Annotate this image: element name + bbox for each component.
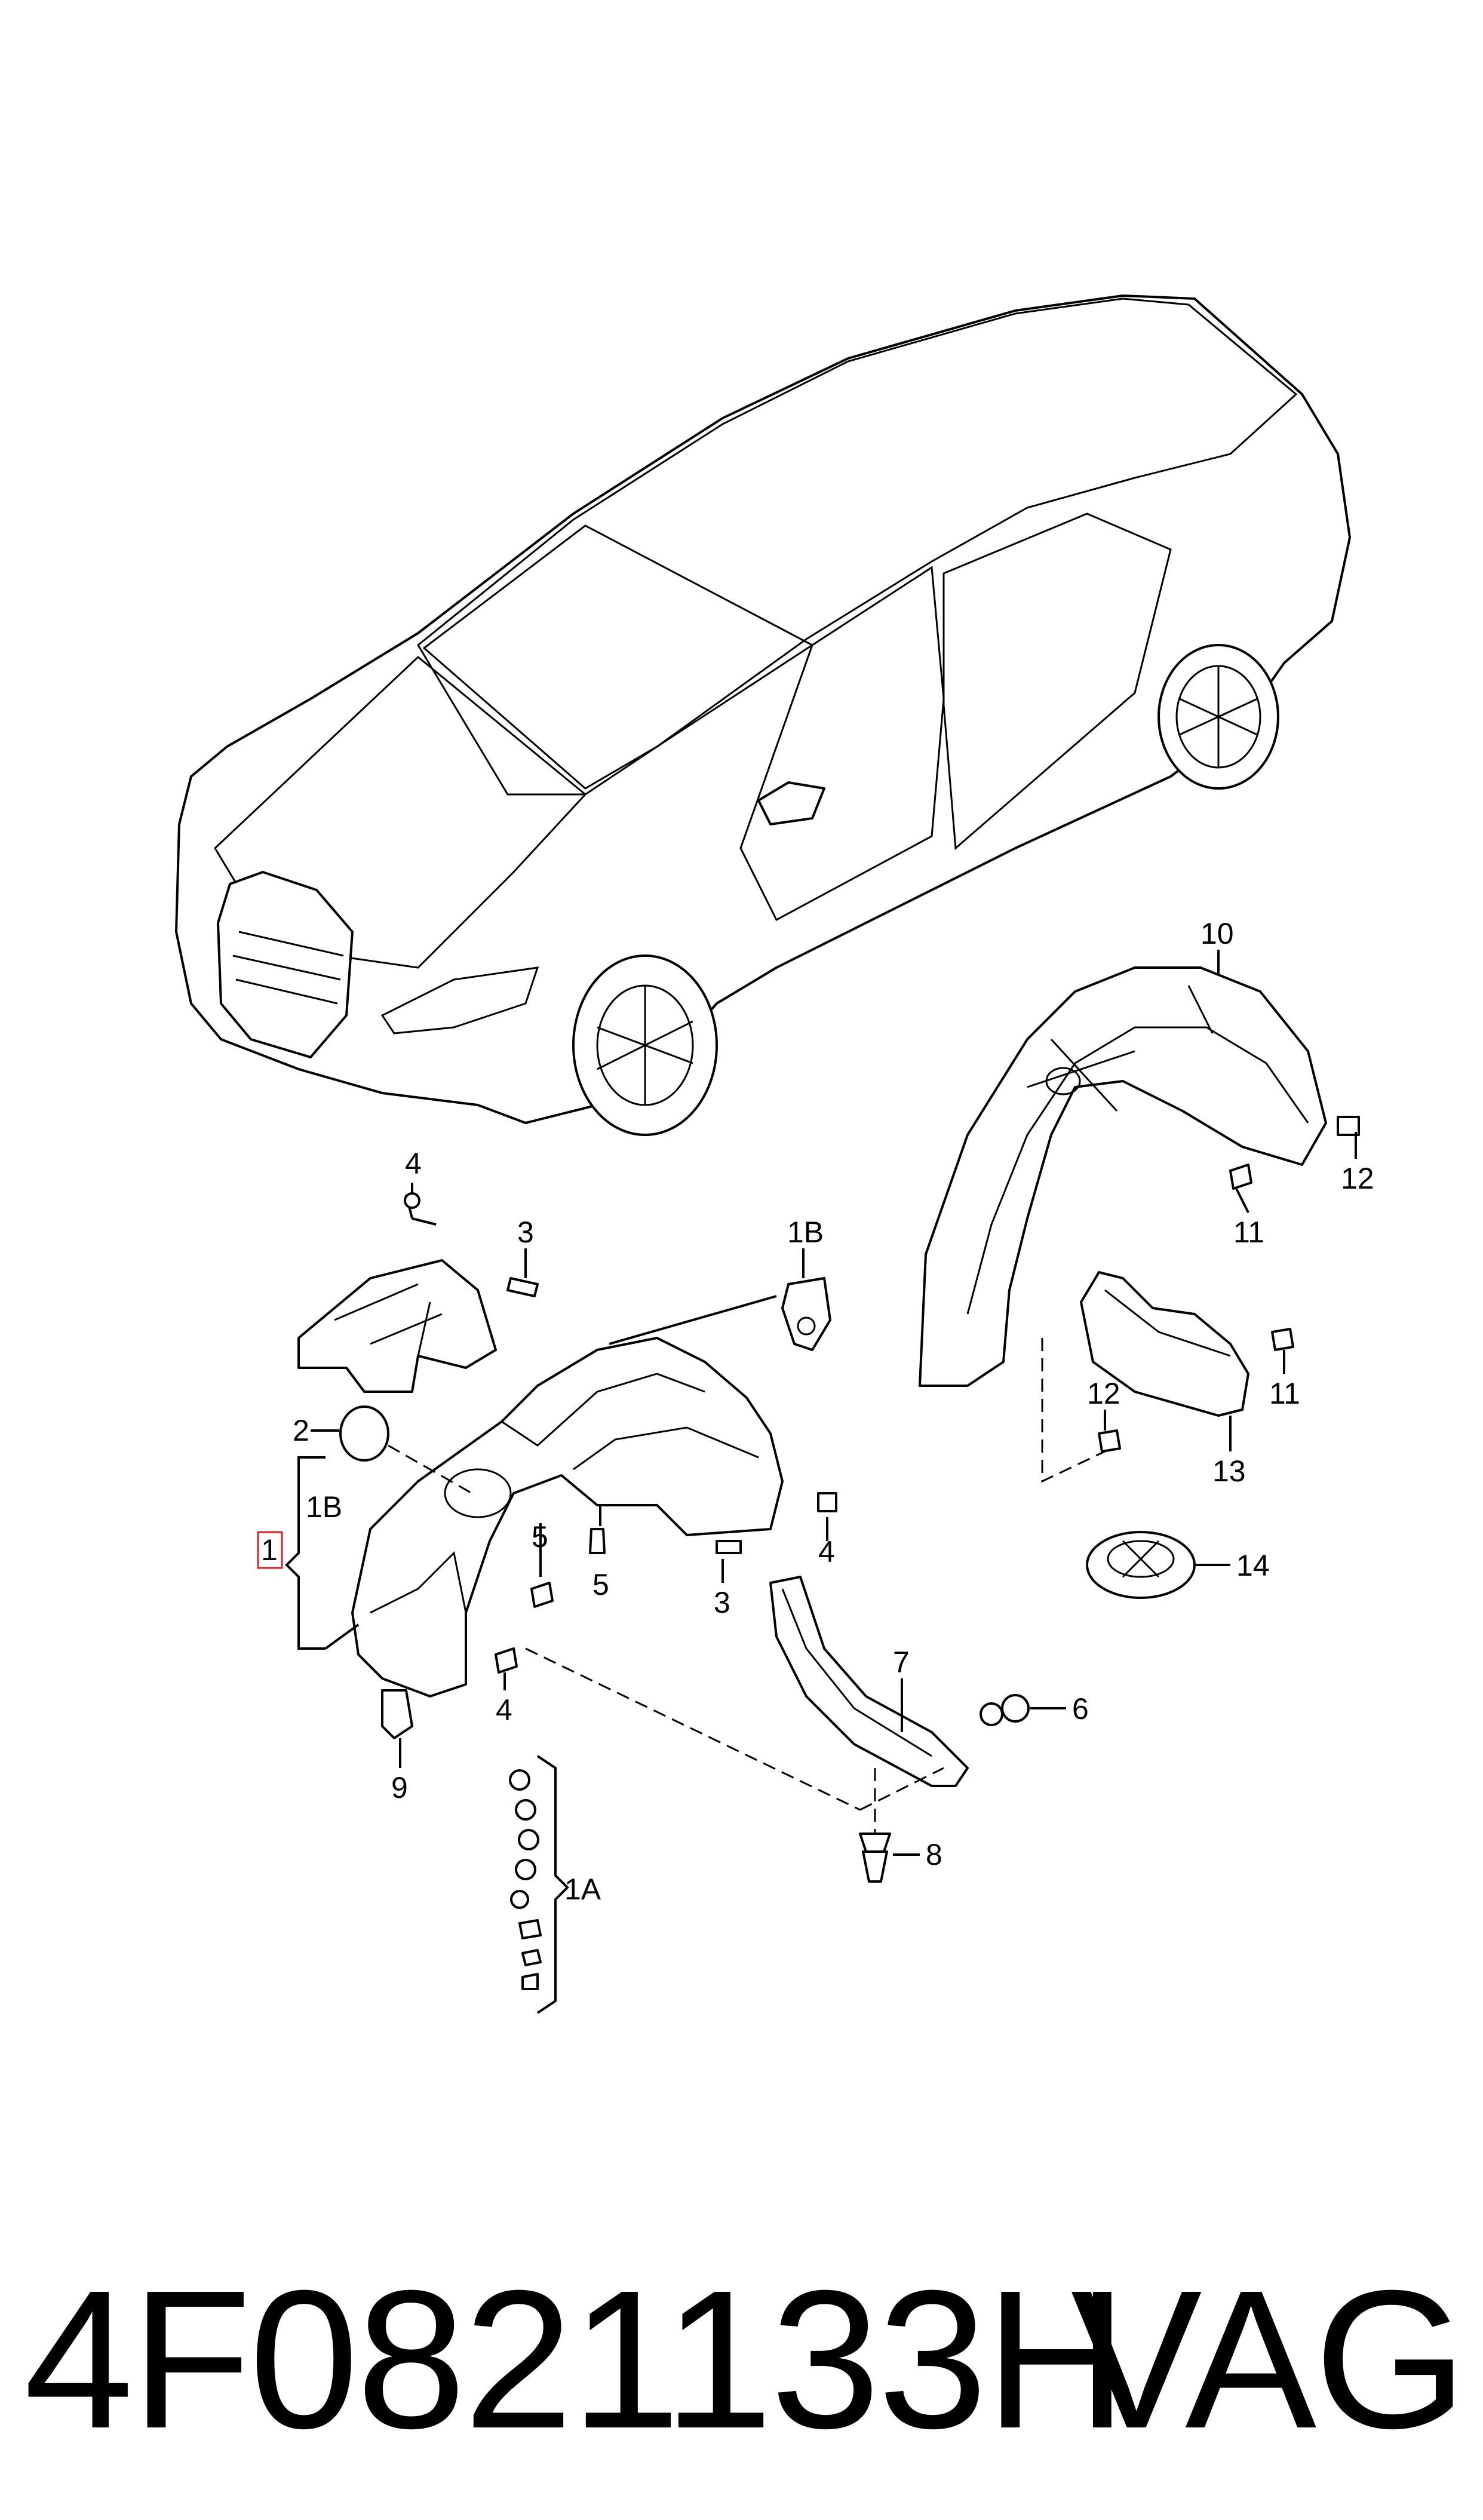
trim-strip-7 (769, 1576, 969, 1787)
label-12-a: 12 (1341, 1162, 1374, 1195)
label-1: 1 (261, 1533, 278, 1567)
part-number: 4F0821133H (24, 2249, 1128, 2469)
highlight-box (257, 1531, 283, 1569)
bracket-13 (1080, 1271, 1294, 1453)
label-9: 9 (391, 1771, 408, 1804)
label-13: 13 (1212, 1454, 1246, 1488)
fastener-kit-1a (509, 1755, 569, 2014)
label-1b-top: 1B (787, 1216, 824, 1249)
label-6: 6 (1072, 1692, 1089, 1726)
label-2: 2 (293, 1414, 309, 1447)
clip-8 (859, 1833, 891, 1883)
label-11-b: 11 (1269, 1377, 1300, 1410)
label-14: 14 (1236, 1549, 1270, 1582)
wheel-arch-liner-rear (919, 966, 1360, 1387)
fastener-6 (980, 1694, 1030, 1726)
brand-name: VAG (1070, 2249, 1467, 2469)
label-8: 8 (926, 1838, 942, 1871)
label-10: 10 (1200, 917, 1234, 950)
car-illustration (175, 294, 1351, 1136)
label-7: 7 (893, 1646, 910, 1679)
label-1a: 1A (564, 1873, 601, 1906)
label-3-top: 3 (517, 1216, 534, 1249)
wheel-arch-liner-front (297, 1259, 831, 1739)
leader-lines (285, 950, 1357, 1856)
label-5-a: 5 (532, 1520, 548, 1554)
label-1b-left: 1B (306, 1490, 342, 1524)
label-4-top: 4 (405, 1147, 422, 1180)
grommet-14 (1086, 1531, 1196, 1599)
label-4-bottom: 4 (496, 1693, 512, 1727)
label-3-mid: 3 (714, 1586, 730, 1619)
fasteners-left (404, 1192, 837, 1674)
callout-labels: 1 1A 1B 1B 2 3 3 4 4 4 5 5 6 7 8 9 10 11… (257, 917, 1374, 1906)
label-11-a: 11 (1233, 1216, 1264, 1249)
label-12-b: 12 (1087, 1377, 1120, 1410)
label-4-right: 4 (818, 1535, 835, 1569)
parts-diagram: 1 1A 1B 1B 2 3 3 4 4 4 5 5 6 7 8 9 10 11… (175, 294, 1374, 2014)
label-5-b: 5 (592, 1568, 609, 1601)
footer: 4F0821133H VAG (0, 2234, 1483, 2485)
